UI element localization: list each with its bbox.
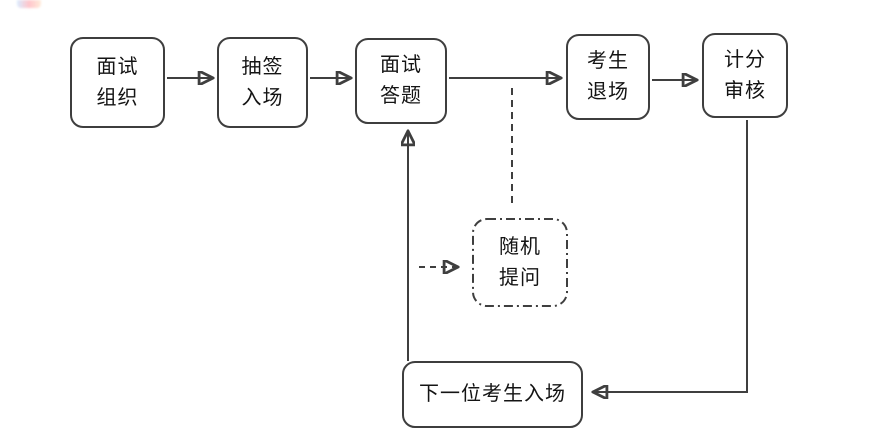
- node-label: 计分 审核: [724, 48, 766, 102]
- node-interview-answer: 面试 答题: [355, 38, 447, 124]
- node-draw-lots-enter: 抽签 入场: [217, 37, 308, 128]
- node-label: 随机 提问: [499, 235, 541, 289]
- node-label: 面试 组织: [96, 55, 139, 109]
- node-next-candidate-enter: 下一位考生入场: [402, 361, 583, 428]
- node-score-review: 计分 审核: [702, 33, 788, 118]
- node-label: 面试 答题: [380, 54, 422, 107]
- node-random-question: 随机 提问: [472, 218, 568, 307]
- node-label: 抽签 入场: [241, 55, 284, 109]
- edge-score-to-next: [595, 120, 748, 392]
- watermark-fragment: [17, 0, 41, 8]
- node-label: 考生 退场: [587, 50, 629, 103]
- node-interview-organize: 面试 组织: [70, 37, 165, 128]
- node-candidate-exit: 考生 退场: [566, 34, 650, 120]
- node-label: 下一位考生入场: [419, 383, 566, 405]
